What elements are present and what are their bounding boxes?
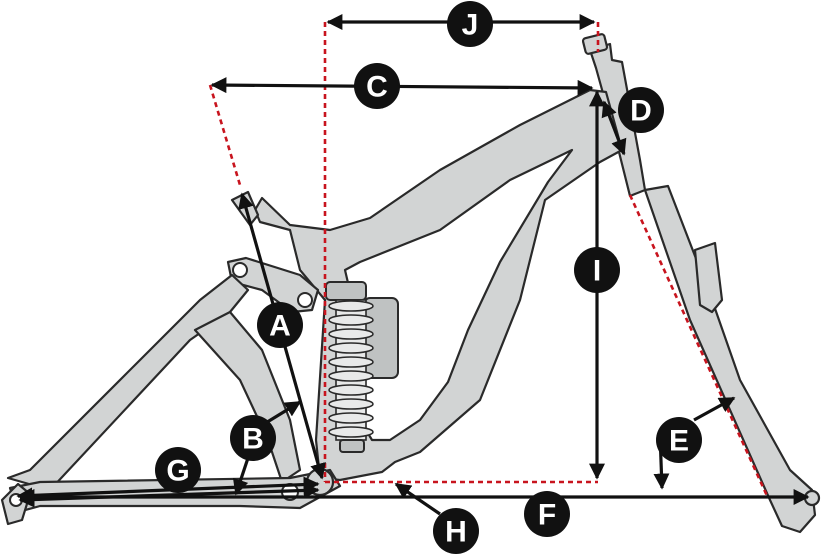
- dim-D-line: [601, 100, 627, 156]
- badge-H: H: [433, 508, 479, 554]
- badge-J-text: J: [462, 9, 479, 42]
- seat-stay: [6, 273, 250, 492]
- fork-lower: [643, 184, 817, 534]
- badge-E: E: [656, 417, 702, 463]
- badge-A: A: [257, 302, 303, 348]
- badge-I-text: I: [593, 255, 601, 288]
- badge-B-text: B: [242, 423, 264, 456]
- badge-D-text: D: [630, 95, 652, 128]
- badge-F: F: [524, 491, 570, 537]
- badge-I: I: [574, 247, 620, 293]
- leader-H: [394, 482, 441, 516]
- dim-C-line: [210, 77, 594, 96]
- guide-steer-axis: [628, 194, 770, 499]
- badge-F-text: F: [538, 499, 556, 532]
- dimension-lines: [16, 14, 810, 516]
- badge-A-text: A: [269, 310, 291, 343]
- bike-frame: [0, 33, 821, 534]
- badge-G: G: [155, 447, 201, 493]
- badge-C-text: C: [366, 71, 388, 104]
- badge-B: B: [230, 415, 276, 461]
- leader-E-upper: [693, 396, 736, 422]
- badge-H-text: H: [445, 516, 467, 549]
- badge-C: C: [354, 63, 400, 109]
- rear-shock: [325, 281, 399, 453]
- badge-E-text: E: [669, 425, 689, 458]
- guide-seat-tube-extension: [208, 84, 242, 186]
- fork-arch: [693, 241, 724, 314]
- leader-B-lower: [232, 457, 250, 496]
- badge-J: J: [447, 1, 493, 47]
- leader-B-upper: [263, 400, 302, 426]
- badge-D: D: [618, 87, 664, 133]
- guide-lines: [208, 22, 770, 499]
- badge-G-text: G: [166, 455, 189, 488]
